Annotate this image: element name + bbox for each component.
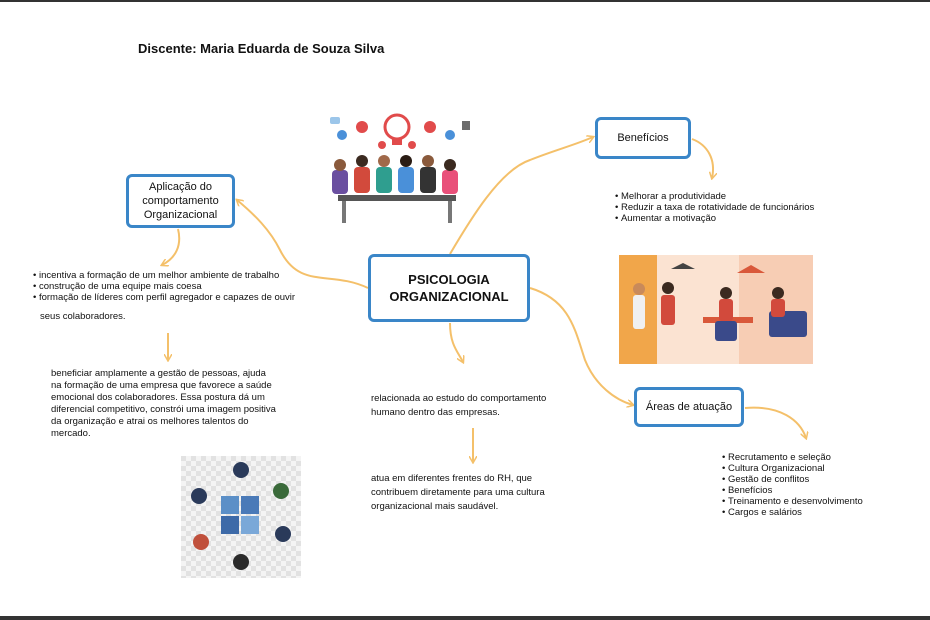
lamp-icon <box>671 263 695 269</box>
list-item: Recrutamento e seleção <box>722 452 863 463</box>
lamp-icon <box>737 265 765 273</box>
link-central-to-benefits <box>449 137 593 255</box>
list-item: formação de líderes com perfil agregador… <box>33 292 295 303</box>
link-central-to-application <box>237 200 369 289</box>
central-note-1: relacionada ao estudo do comportamento h… <box>371 392 546 420</box>
paragraph-line: mercado. <box>51 428 91 439</box>
puzzle-team-illustration <box>181 456 301 578</box>
benefits-title: Benefícios <box>617 132 669 144</box>
list-item: Cultura Organizacional <box>722 463 863 474</box>
application-title-line-3: Organizacional <box>143 209 218 221</box>
note-line: contribuem diretamente para uma cultura <box>371 487 545 498</box>
link-central-to-note <box>449 322 463 362</box>
link-areas-to-bullets <box>744 406 806 438</box>
list-item: Gestão de conflitos <box>722 474 863 485</box>
note-line: organizacional mais saudável. <box>371 501 499 512</box>
office-lounge-illustration <box>619 255 813 364</box>
list-item: incentiva a formação de um melhor ambien… <box>33 270 295 281</box>
list-item: Melhorar a produtividade <box>615 191 814 202</box>
lightbulb-icon <box>383 113 411 145</box>
link-benefits-to-bullets <box>691 138 713 178</box>
paragraph-line: diferencial competitivo, constrói uma im… <box>51 404 276 415</box>
note-line: relacionada ao estudo do comportamento <box>371 393 547 404</box>
author-label: Discente: Maria Eduarda de Souza Silva <box>138 41 385 56</box>
areas-bullets: Recrutamento e seleção Cultura Organizac… <box>722 452 863 518</box>
link-central-to-areas <box>529 287 633 405</box>
paragraph-line: na formação de uma empresa que favorece … <box>51 380 272 391</box>
application-node: Aplicação do comportamento Organizaciona… <box>126 174 235 228</box>
list-item: Benefícios <box>722 485 863 496</box>
idea-cloud-icons <box>330 117 470 149</box>
areas-node: Áreas de atuação <box>634 387 744 427</box>
link-application-to-bullets <box>162 228 181 265</box>
paragraph-line: beneficiar amplamente a gestão de pessoa… <box>51 368 266 379</box>
paragraph-line: emocional dos colaboradores. Essa postur… <box>51 392 265 403</box>
application-bullets: incentiva a formação de um melhor ambien… <box>33 270 295 303</box>
people-group <box>633 282 807 341</box>
benefits-node: Benefícios <box>595 117 691 159</box>
application-title-line-2: comportamento <box>142 195 219 207</box>
people-group <box>332 155 458 223</box>
list-item: construção de uma equipe mais coesa <box>33 281 295 292</box>
areas-title: Áreas de atuação <box>645 401 733 413</box>
application-paragraph: beneficiar amplamente a gestão de pessoa… <box>51 368 301 440</box>
benefits-bullets: Melhorar a produtividade Reduzir a taxa … <box>615 191 814 224</box>
team-meeting-illustration <box>330 113 470 223</box>
people-group <box>191 462 291 570</box>
top-border <box>0 0 930 2</box>
list-item: Cargos e salários <box>722 507 863 518</box>
paragraph-line: da organização e atrai os melhores talen… <box>51 416 249 427</box>
bottom-border <box>0 616 930 620</box>
application-bullet-continuation: seus colaboradores. <box>40 311 126 322</box>
list-item: Reduzir a taxa de rotatividade de funcio… <box>615 202 814 213</box>
note-line: humano dentro das empresas. <box>371 407 500 418</box>
central-node: PSICOLOGIA ORGANIZACIONAL <box>368 254 530 322</box>
list-item: Aumentar a motivação <box>615 213 814 224</box>
central-title-line-1: PSICOLOGIA <box>408 272 490 287</box>
list-item: Treinamento e desenvolvimento <box>722 496 863 507</box>
central-title-line-2: ORGANIZACIONAL <box>389 289 509 304</box>
central-note-2: atua em diferentes frentes do RH, que co… <box>371 472 545 514</box>
application-title-line-1: Aplicação do <box>149 181 212 193</box>
puzzle-pieces-icon <box>221 496 259 534</box>
note-line: atua em diferentes frentes do RH, que <box>371 473 533 484</box>
